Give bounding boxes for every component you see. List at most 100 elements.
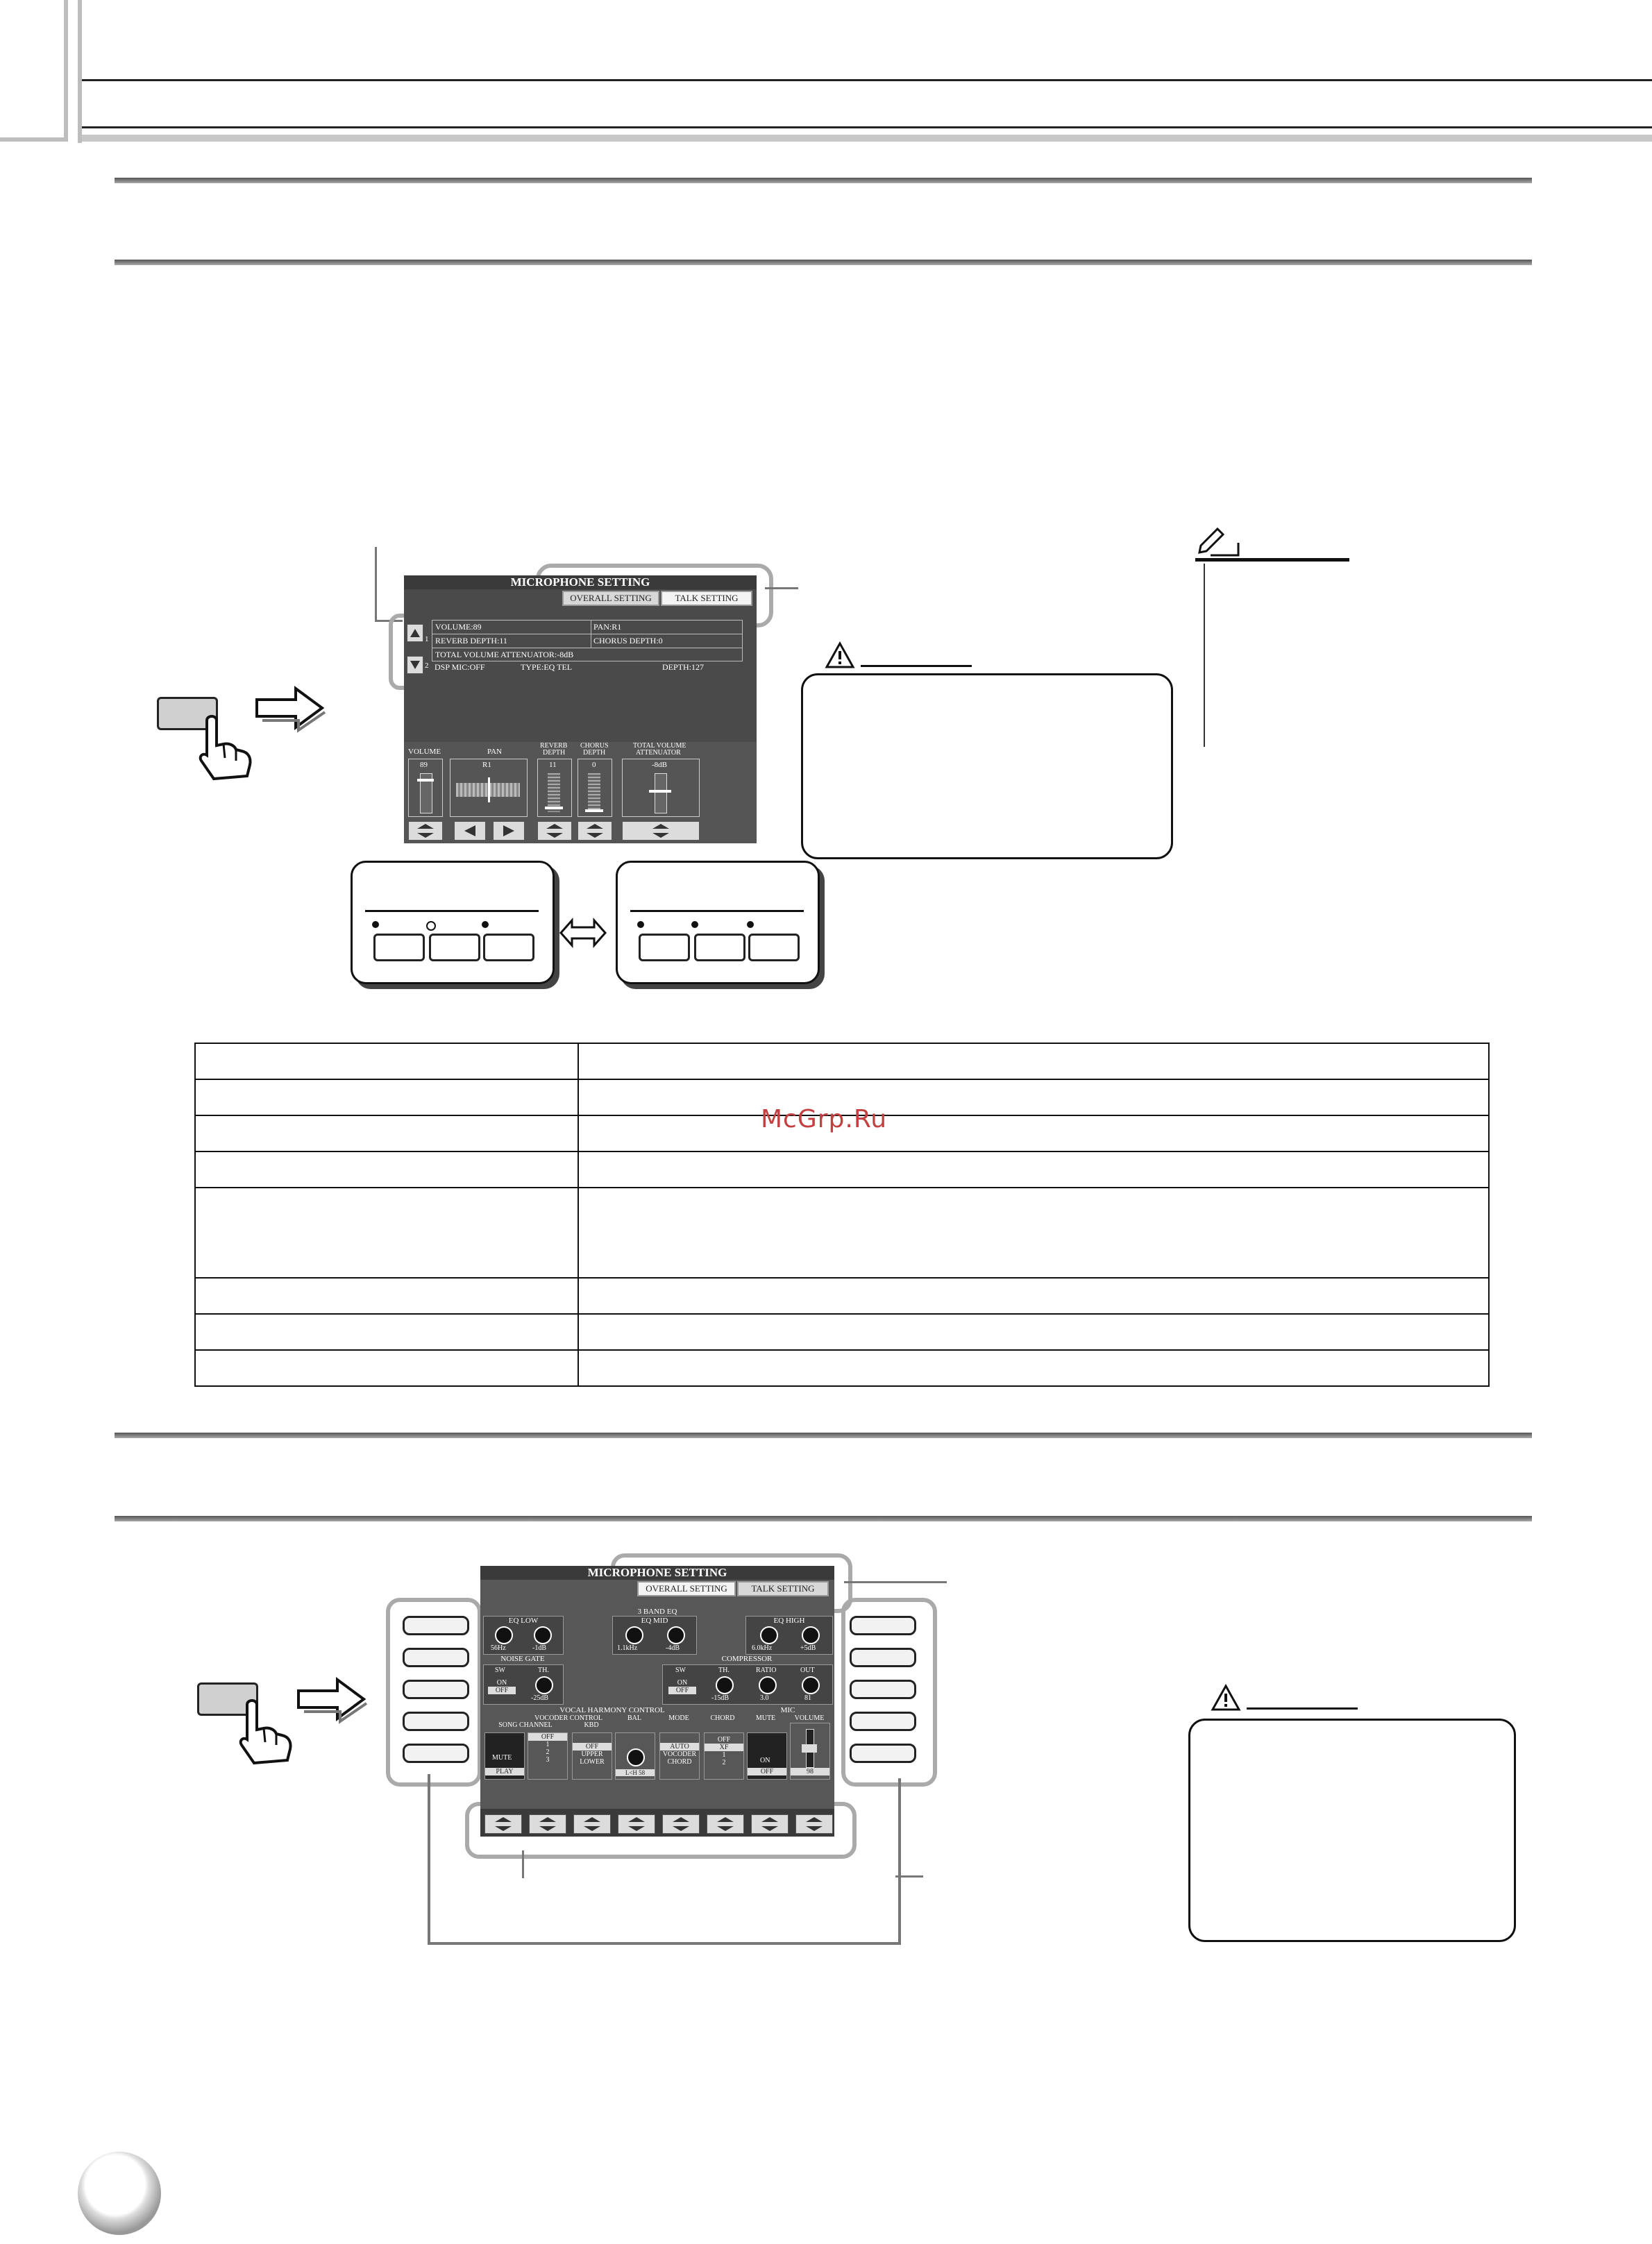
section-rule-2 bbox=[115, 260, 1532, 265]
tab-talk-setting[interactable]: TALK SETTING bbox=[661, 591, 752, 606]
side-button-h[interactable] bbox=[850, 1680, 916, 1699]
setting-chorus-depth[interactable]: CHORUS DEPTH:0 bbox=[593, 636, 663, 646]
total-volume-attenuator-slider[interactable]: -8dB bbox=[622, 759, 700, 817]
volume-updown-button[interactable] bbox=[408, 821, 443, 841]
updown-button-4[interactable] bbox=[618, 1814, 655, 1834]
eq-mid-gain: -4dB bbox=[666, 1644, 680, 1652]
updown-button-1[interactable] bbox=[484, 1814, 522, 1834]
side-button-b[interactable] bbox=[403, 1648, 469, 1667]
updown-button-8[interactable] bbox=[795, 1814, 833, 1834]
setting-reverb-depth[interactable]: REVERB DEPTH:11 bbox=[435, 636, 507, 646]
mode-list[interactable]: AUTO VOCODER CHORD bbox=[659, 1732, 700, 1780]
eq-high-label: EQ HIGH bbox=[773, 1617, 805, 1625]
lcd-screen-talk-setting: MICROPHONE SETTING OVERALL SETTING TALK … bbox=[404, 575, 757, 843]
side-button-f[interactable] bbox=[850, 1616, 916, 1635]
balance-knob[interactable] bbox=[627, 1748, 645, 1766]
page-number-badge bbox=[78, 2152, 161, 2235]
setting-dsp-mic[interactable]: DSP MIC:OFF bbox=[435, 662, 485, 672]
setting-volume[interactable]: VOLUME:89 bbox=[435, 622, 482, 632]
tab-overall-setting[interactable]: OVERALL SETTING bbox=[562, 591, 659, 606]
channel-2: 2 bbox=[546, 1748, 550, 1756]
table-row bbox=[194, 1115, 1490, 1152]
eq-low-gain: -1dB bbox=[532, 1644, 546, 1652]
setting-type[interactable]: TYPE:EQ TEL bbox=[521, 662, 573, 672]
mic-mute-control[interactable]: ON OFF bbox=[747, 1732, 787, 1780]
volume-slider[interactable]: 89 bbox=[408, 759, 443, 817]
eq-mid-freq-knob[interactable] bbox=[625, 1626, 643, 1644]
panel-button-5[interactable] bbox=[694, 934, 745, 961]
reverb-updown-button[interactable] bbox=[537, 821, 572, 841]
comp-threshold-knob[interactable] bbox=[716, 1676, 734, 1694]
panel-button-3[interactable] bbox=[483, 934, 534, 961]
eq-mid-gain-knob[interactable] bbox=[667, 1626, 685, 1644]
led-on bbox=[482, 921, 489, 928]
header-line-top bbox=[82, 79, 1652, 81]
right-arrow-icon bbox=[294, 1676, 371, 1730]
comp-sw-label: SW bbox=[675, 1667, 686, 1674]
updown-button-5[interactable] bbox=[662, 1814, 700, 1834]
eq-low-freq-knob[interactable] bbox=[495, 1626, 513, 1644]
channel-1: 1 bbox=[546, 1741, 550, 1748]
noise-gate-group: SW TH. ON OFF -25dB bbox=[483, 1664, 564, 1705]
led-on bbox=[747, 921, 754, 928]
setting-total-volume-attenuator[interactable]: TOTAL VOLUME ATTENUATOR:-8dB bbox=[435, 650, 574, 659]
kbd-list[interactable]: OFF UPPER LOWER bbox=[572, 1732, 612, 1780]
up-button[interactable] bbox=[407, 624, 423, 642]
chord-list[interactable]: OFF XF 1 2 bbox=[704, 1732, 744, 1780]
kbd-upper: UPPER bbox=[581, 1751, 603, 1758]
panel-button-1[interactable] bbox=[373, 934, 425, 961]
band-eq-header: 3 BAND EQ bbox=[637, 1608, 677, 1616]
chorus-depth-slider[interactable]: 0 bbox=[578, 759, 612, 817]
panel-button[interactable] bbox=[157, 697, 218, 730]
updown-button-2[interactable] bbox=[529, 1814, 566, 1834]
song-channel-mute[interactable]: MUTE PLAY bbox=[484, 1732, 525, 1780]
comp-off: OFF bbox=[668, 1687, 696, 1694]
pan-left-button[interactable] bbox=[454, 821, 486, 841]
tab-overall-setting[interactable]: OVERALL SETTING bbox=[637, 1581, 736, 1596]
panel-button-4[interactable] bbox=[639, 934, 690, 961]
double-arrow-icon bbox=[558, 916, 608, 953]
attenuator-updown-button[interactable] bbox=[622, 821, 700, 841]
pan-right-button[interactable] bbox=[493, 821, 525, 841]
updown-button-7[interactable] bbox=[751, 1814, 789, 1834]
reverb-depth-slider[interactable]: 11 bbox=[537, 759, 572, 817]
panel-button-6[interactable] bbox=[748, 934, 800, 961]
comp-ratio-knob[interactable] bbox=[759, 1676, 777, 1694]
song-channel-list[interactable]: OFF 1 2 3 bbox=[528, 1732, 568, 1780]
eq-low-gain-knob[interactable] bbox=[534, 1626, 552, 1644]
side-button-j[interactable] bbox=[850, 1744, 916, 1763]
caution-box bbox=[801, 673, 1173, 859]
setting-depth[interactable]: DEPTH:127 bbox=[662, 662, 704, 672]
side-button-i[interactable] bbox=[850, 1712, 916, 1731]
updown-button-6[interactable] bbox=[707, 1814, 744, 1834]
comp-out-knob[interactable] bbox=[802, 1676, 820, 1694]
pan-control[interactable]: R1 bbox=[450, 759, 528, 817]
eq-high-gain-knob[interactable] bbox=[802, 1626, 820, 1644]
setting-pan[interactable]: PAN:R1 bbox=[593, 622, 622, 632]
side-button-g[interactable] bbox=[850, 1648, 916, 1667]
eq-mid-group: EQ MID 1.1kHz -4dB bbox=[612, 1616, 697, 1655]
updown-button-3[interactable] bbox=[573, 1814, 611, 1834]
panel-button-2[interactable] bbox=[429, 934, 480, 961]
reverb-depth-label-1: REVERB bbox=[540, 742, 568, 750]
tab-talk-setting[interactable]: TALK SETTING bbox=[737, 1581, 829, 1596]
side-button-d[interactable] bbox=[403, 1712, 469, 1731]
side-button-a[interactable] bbox=[403, 1616, 469, 1635]
bracket-left-up bbox=[428, 1774, 430, 1781]
chorus-updown-button[interactable] bbox=[578, 821, 612, 841]
ng-switch[interactable]: ON OFF bbox=[488, 1679, 516, 1700]
down-button[interactable] bbox=[407, 656, 423, 674]
pointing-hand-icon bbox=[193, 715, 255, 785]
side-button-e[interactable] bbox=[403, 1744, 469, 1763]
comp-switch[interactable]: ON OFF bbox=[668, 1679, 696, 1700]
eq-high-group: EQ HIGH 6.0kHz +5dB bbox=[745, 1616, 833, 1655]
ng-threshold-knob[interactable] bbox=[535, 1676, 553, 1694]
eq-high-freq-knob[interactable] bbox=[760, 1626, 778, 1644]
kbd-lower: LOWER bbox=[580, 1758, 605, 1766]
caution-icon bbox=[1211, 1683, 1241, 1715]
channel-3: 3 bbox=[546, 1756, 550, 1764]
side-button-c[interactable] bbox=[403, 1680, 469, 1699]
mic-volume-slider[interactable]: 98 bbox=[790, 1723, 830, 1780]
table-row bbox=[194, 1349, 1490, 1387]
balance-control[interactable]: L<H 58 bbox=[615, 1732, 655, 1780]
